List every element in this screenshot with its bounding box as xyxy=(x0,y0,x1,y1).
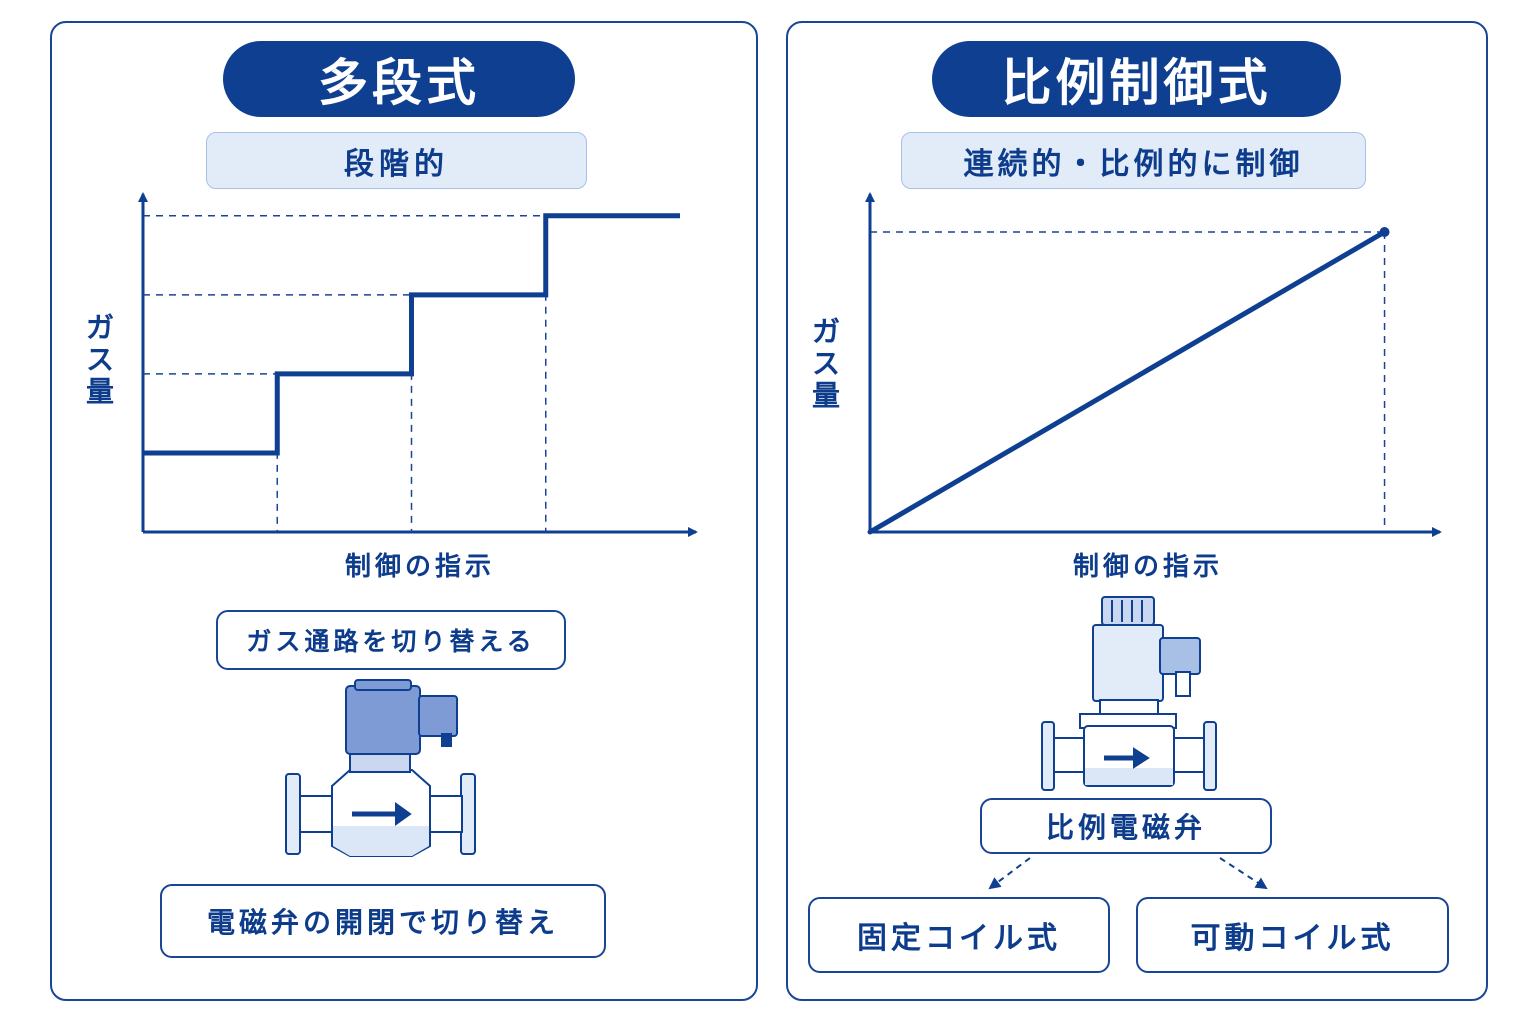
left-y-axis-label: ガス量 xyxy=(85,311,114,408)
switch-gas-path-label: ガス通路を切り替える xyxy=(216,610,566,670)
proportional-title: 比例制御式 xyxy=(932,41,1341,117)
multi-stage-subtitle: 段階的 xyxy=(206,132,587,189)
right-reference-lines xyxy=(870,231,1386,532)
solenoid-valve-icon xyxy=(285,679,476,857)
proportional-valve-label: 比例電磁弁 xyxy=(980,798,1272,854)
right-x-axis-label: 制御の指示 xyxy=(1072,552,1223,582)
branch-arrow-right xyxy=(1219,857,1268,890)
step-chart xyxy=(138,192,698,537)
multi-stage-title: 多段式 xyxy=(223,41,575,117)
right-y-axis-label: ガス量 xyxy=(811,315,840,412)
fixed-coil-box: 固定コイル式 xyxy=(808,897,1110,973)
proportional-subtitle: 連続的・比例的に制御 xyxy=(901,132,1366,189)
step-series-line xyxy=(143,213,680,456)
left-x-axis-label: 制御の指示 xyxy=(344,552,495,582)
moving-coil-box: 可動コイル式 xyxy=(1136,897,1449,973)
linear-chart xyxy=(865,192,1442,537)
proportional-valve-icon xyxy=(1041,596,1217,791)
linear-series-line xyxy=(867,229,1388,535)
solenoid-switch-box: 電磁弁の開閉で切り替え xyxy=(160,884,606,958)
linear-series-endpoint xyxy=(1379,227,1390,237)
branch-arrow-left xyxy=(988,857,1031,890)
